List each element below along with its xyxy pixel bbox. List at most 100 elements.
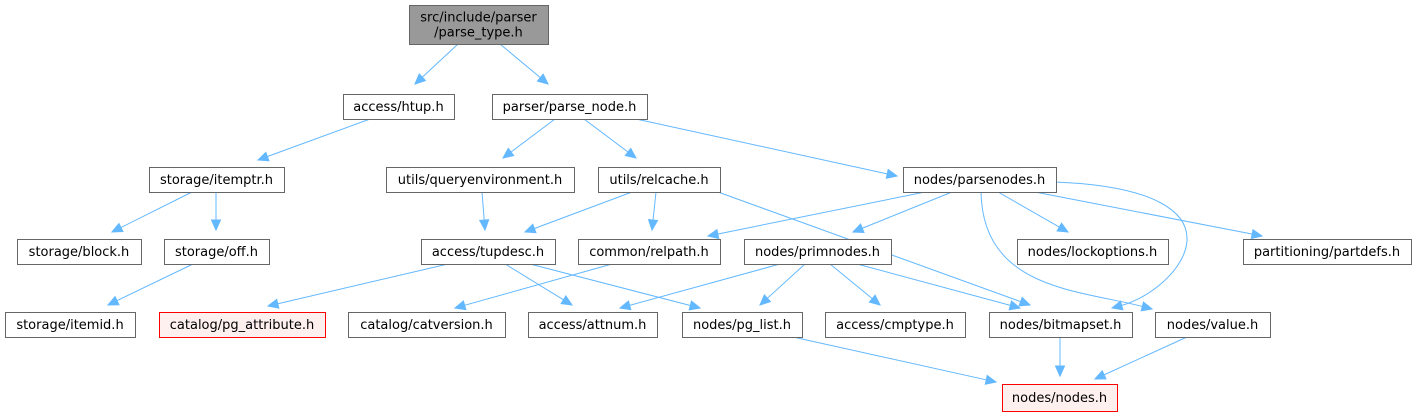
- node-itemid[interactable]: storage/itemid.h: [5, 312, 136, 338]
- edge-parsenodes-to-value: [980, 191, 1154, 312]
- node-label: nodes/lockoptions.h: [1028, 245, 1158, 260]
- edge-line: [980, 191, 1144, 308]
- node-label: parser/parse_node.h: [503, 100, 637, 115]
- node-box: [528, 312, 658, 338]
- edge-line: [861, 191, 953, 230]
- node-label: catalog/catversion.h: [360, 318, 493, 333]
- node-label: storage/block.h: [29, 245, 130, 260]
- node-box: [409, 5, 549, 45]
- edge-line: [463, 263, 613, 307]
- node-parse-node[interactable]: parser/parse_node.h: [492, 94, 648, 120]
- node-value[interactable]: nodes/value.h: [1155, 312, 1271, 338]
- edge-value-to-nodes: [1093, 336, 1188, 380]
- edge-primnodes-to-pg_list: [759, 263, 806, 306]
- edge-primnodes-to-attnum: [618, 263, 781, 311]
- node-label: storage/itemid.h: [16, 318, 123, 333]
- arrowhead-icon: [106, 295, 120, 306]
- node-box: [386, 167, 575, 193]
- node-nodes[interactable]: nodes/nodes.h: [1002, 384, 1118, 412]
- arrowhead-icon: [624, 147, 637, 159]
- node-primnodes[interactable]: nodes/primnodes.h: [744, 239, 892, 265]
- edge-relpath-to-catversion: [453, 263, 613, 311]
- arrowhead-icon: [210, 219, 222, 232]
- node-box: [744, 239, 892, 265]
- edge-parse_type-to-htup: [414, 43, 459, 85]
- edge-tupdesc-to-pg_attribute: [266, 263, 449, 309]
- edge-parse_node-to-relcache: [583, 118, 637, 159]
- node-label: utils/queryenvironment.h: [398, 173, 562, 188]
- node-tupdesc[interactable]: access/tupdesc.h: [421, 239, 556, 265]
- edge-primnodes-to-bitmapset: [856, 263, 1022, 311]
- edge-line: [115, 263, 194, 302]
- node-off[interactable]: storage/off.h: [164, 239, 270, 265]
- edge-line: [716, 191, 926, 235]
- edge-queryenv-to-tupdesc: [478, 191, 490, 232]
- edge-parsenodes-to-primnodes: [851, 191, 953, 233]
- nodes-layer: src/include/parser/parse_type.haccess/ht…: [5, 5, 1412, 412]
- node-attnum[interactable]: access/attnum.h: [528, 312, 658, 338]
- node-label: nodes/nodes.h: [1012, 391, 1107, 406]
- edge-line: [829, 263, 874, 300]
- node-box: [989, 312, 1133, 338]
- node-lockoptions[interactable]: nodes/lockoptions.h: [1017, 239, 1169, 265]
- edge-line: [266, 118, 371, 158]
- node-block[interactable]: storage/block.h: [17, 239, 142, 265]
- arrowhead-icon: [759, 294, 772, 306]
- arrowhead-icon: [984, 374, 998, 385]
- edge-relcache-to-relpath: [647, 191, 659, 232]
- node-label: partitioning/partdefs.h: [1254, 245, 1400, 260]
- arrowhead-icon: [478, 219, 490, 232]
- edge-line: [276, 263, 449, 305]
- node-box: [421, 239, 556, 265]
- node-cmptype[interactable]: access/cmptype.h: [825, 312, 966, 338]
- node-queryenv[interactable]: utils/queryenvironment.h: [386, 167, 575, 193]
- node-label: /parse_type.h: [434, 26, 523, 41]
- arrowhead-icon: [1018, 296, 1032, 307]
- node-box: [903, 167, 1057, 193]
- edge-parsenodes-to-partdefs: [1034, 191, 1264, 240]
- edge-line: [997, 191, 1061, 228]
- arrowhead-icon: [868, 294, 881, 306]
- edge-line: [1054, 181, 1188, 307]
- node-htup[interactable]: access/htup.h: [343, 94, 455, 120]
- node-box: [149, 167, 285, 193]
- node-relcache[interactable]: utils/relcache.h: [598, 167, 721, 193]
- arrowhead-icon: [414, 72, 427, 85]
- arrowhead-icon: [523, 223, 537, 234]
- node-box: [1017, 239, 1169, 265]
- edge-line: [856, 263, 1012, 307]
- arrowhead-icon: [502, 147, 515, 159]
- edge-parse_node-to-queryenv: [502, 118, 556, 159]
- edge-line: [421, 43, 459, 79]
- node-partdefs[interactable]: partitioning/partdefs.h: [1243, 239, 1412, 265]
- node-box: [682, 312, 803, 338]
- node-box: [492, 94, 648, 120]
- node-bitmapset[interactable]: nodes/bitmapset.h: [989, 312, 1133, 338]
- edge-line: [766, 263, 806, 300]
- arrowhead-icon: [706, 228, 720, 240]
- node-pg-attribute[interactable]: catalog/pg_attribute.h: [159, 312, 326, 338]
- node-box: [5, 312, 136, 338]
- arrowhead-icon: [1140, 301, 1154, 312]
- node-box: [1002, 384, 1118, 412]
- node-label: access/htup.h: [353, 100, 443, 115]
- edge-line: [635, 118, 889, 175]
- node-label: nodes/parsenodes.h: [914, 173, 1046, 188]
- edge-line: [119, 191, 193, 229]
- edge-line: [792, 336, 988, 381]
- node-label: access/attnum.h: [539, 318, 647, 333]
- edge-parse_node-to-parsenodes: [635, 118, 899, 179]
- edge-line: [499, 43, 542, 79]
- edge-off-to-itemid: [106, 263, 194, 306]
- node-label: nodes/primnodes.h: [755, 245, 880, 260]
- node-label: storage/itemptr.h: [160, 173, 273, 188]
- node-pg-list[interactable]: nodes/pg_list.h: [682, 312, 803, 338]
- edge-line: [583, 118, 630, 153]
- arrowhead-icon: [560, 295, 574, 306]
- node-parsenodes[interactable]: nodes/parsenodes.h: [903, 167, 1057, 193]
- node-relpath[interactable]: common/relpath.h: [578, 239, 721, 265]
- edge-parse_type-to-parse_node: [499, 43, 549, 85]
- node-box: [825, 312, 966, 338]
- node-itemptr[interactable]: storage/itemptr.h: [149, 167, 285, 193]
- node-catversion[interactable]: catalog/catversion.h: [348, 312, 506, 338]
